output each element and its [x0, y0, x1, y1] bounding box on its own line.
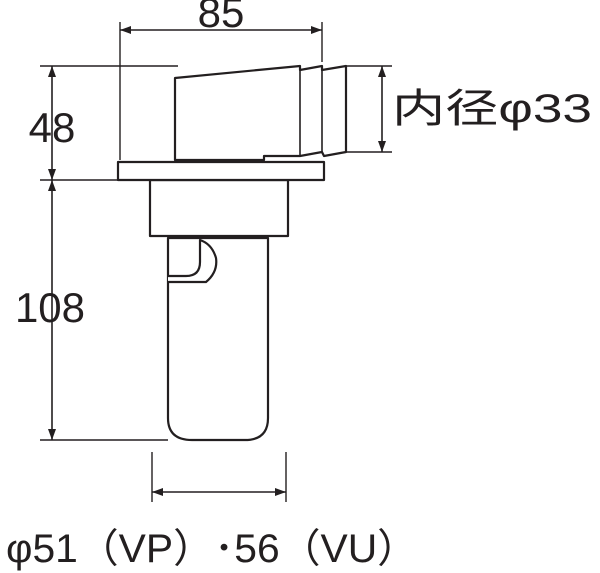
- dimension-height-lower: 108: [15, 180, 168, 441]
- dimension-width-top: 85: [119, 0, 323, 160]
- flange-plate: [116, 160, 326, 182]
- height-lower-label: 108: [15, 284, 85, 331]
- pipe-notch: [168, 238, 218, 284]
- trap-fitting-outline: [116, 64, 348, 442]
- pipe-diameter-label: φ51（VP）･56（VU）: [6, 527, 418, 571]
- neck-body: [148, 178, 290, 238]
- hood-detail: [299, 70, 323, 156]
- dimension-height-upper: 48: [29, 65, 178, 181]
- lower-pipe: [166, 236, 270, 442]
- upper-hood: [173, 64, 348, 162]
- width-top-label: 85: [198, 0, 245, 36]
- dimension-pipe-diameter: φ51（VP）･56（VU）: [6, 452, 418, 571]
- inner-diameter-label: 内径φ33: [392, 87, 592, 131]
- height-upper-label: 48: [29, 104, 76, 151]
- dimension-inner-diameter: 内径φ33: [346, 65, 592, 153]
